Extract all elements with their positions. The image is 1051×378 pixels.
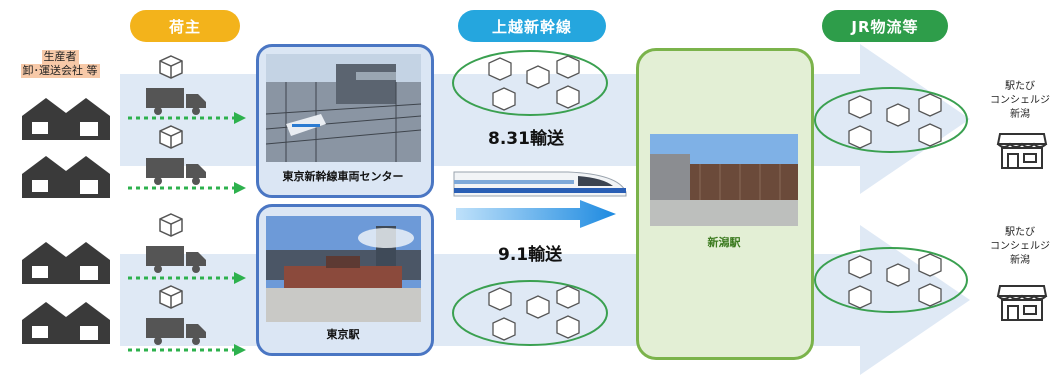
producer-label: 生産者 卸･運送会社 等 (4, 50, 116, 78)
tokyo-station-caption: 東京駅 (326, 328, 360, 341)
cargo-ellipse (814, 247, 968, 313)
tokyo-depot-caption: 東京新幹線車両センター (282, 170, 404, 183)
box-icon (159, 125, 183, 149)
shop-icon (996, 133, 1048, 169)
tokyo-depot-photo (266, 54, 421, 162)
truck-icon (146, 88, 206, 115)
shop-icon (996, 285, 1048, 321)
shipper-header: 荷主 (130, 10, 240, 42)
jr-logistics-header: JR物流等 (822, 10, 948, 42)
house-icon (22, 302, 110, 344)
truck-icon (146, 158, 206, 185)
shinkansen-header: 上越新幹線 (458, 10, 606, 42)
box-icon (159, 55, 183, 79)
tokyo-station-photo (266, 216, 421, 322)
truck-icon (146, 318, 206, 345)
producer-label-line2: 卸･運送会社 等 (20, 64, 100, 78)
cargo-ellipse (814, 87, 968, 153)
concierge-label-top: 駅たび コンシェルジュ 新潟 (990, 80, 1050, 122)
dotted-arrow (128, 112, 246, 124)
box-icon (159, 213, 183, 237)
box-icon (159, 285, 183, 309)
concierge-line1: 駅たび (1005, 81, 1035, 92)
transport-label-top: 8.31輸送 (488, 129, 564, 149)
house-icon (22, 156, 110, 198)
concierge-label-bottom: 駅たび コンシェルジュ 新潟 (990, 226, 1050, 268)
niigata-station-caption: 新潟駅 (707, 236, 741, 249)
concierge-line2: コンシェルジュ (990, 241, 1050, 252)
producer-label-line1: 生産者 (41, 50, 79, 64)
blue-arrow (456, 200, 616, 228)
house-icon (22, 242, 110, 284)
dotted-arrow (128, 344, 246, 356)
concierge-line2: コンシェルジュ (990, 95, 1050, 106)
transport-label-bottom: 9.1輸送 (498, 245, 563, 265)
house-icon (22, 98, 110, 140)
concierge-line1: 駅たび (1005, 227, 1035, 238)
top-big-arrow-head (860, 44, 970, 194)
bottom-big-arrow-head (860, 225, 970, 375)
dotted-arrow (128, 272, 246, 284)
niigata-station-photo (650, 134, 798, 226)
truck-icon (146, 246, 206, 273)
concierge-line3: 新潟 (1010, 109, 1030, 120)
shinkansen-train-icon (453, 171, 627, 197)
dotted-arrow (128, 182, 246, 194)
cargo-ellipse (452, 280, 608, 346)
cargo-ellipse (452, 50, 608, 116)
concierge-line3: 新潟 (1010, 255, 1030, 266)
